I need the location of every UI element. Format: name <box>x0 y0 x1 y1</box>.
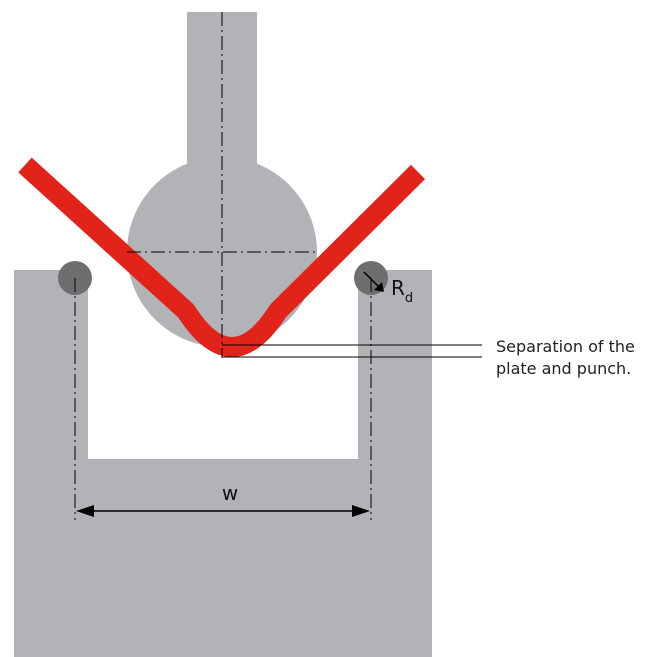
radius-arrow <box>363 271 384 292</box>
radius-label-main: R <box>391 276 405 300</box>
radius-label: Rd <box>391 276 413 306</box>
bent-plate <box>18 157 426 357</box>
width-label: w <box>222 481 238 505</box>
radius-label-subscript: d <box>405 291 413 306</box>
separation-label-line2: plate and punch. <box>496 359 631 378</box>
separation-label-line1: Separation of the <box>496 337 635 356</box>
width-dimension <box>76 505 370 517</box>
separation-leader-lines <box>222 344 482 358</box>
centerlines <box>74 12 372 520</box>
die-block <box>14 270 432 657</box>
